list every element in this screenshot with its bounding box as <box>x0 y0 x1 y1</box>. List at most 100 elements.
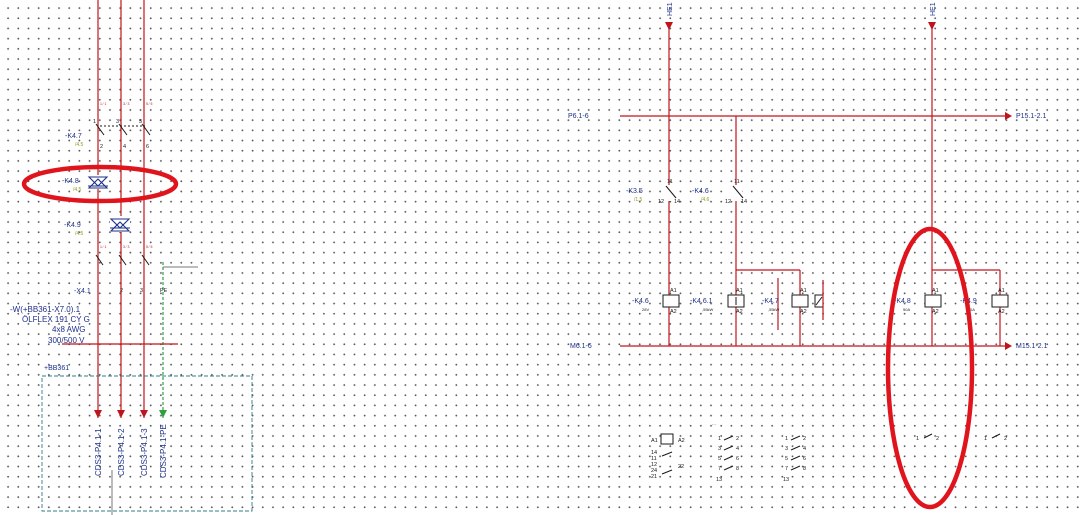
svg-text:5 ⁄ 5: 5 ⁄ 5 <box>146 245 152 249</box>
k47-pin-top-5: 5 <box>139 119 142 125</box>
power-circuit: 1 ⁄ 1 3 ⁄ 3 5 ⁄ 5 1 3 5 2 4 6 -K4.7 /4.5… <box>10 0 253 515</box>
x41-term-2: 2 <box>120 288 123 294</box>
k49-tag: -K4.9 <box>64 222 81 229</box>
contactor-k47: 1 3 5 2 4 6 -K4.7 /4.5 <box>65 119 151 150</box>
coil-k48-a2: A2 <box>932 309 939 315</box>
xref-3: 5 ⁄ 5 <box>146 102 152 106</box>
coil-k47-tag: -K4.7 <box>762 298 779 305</box>
coil-k46: A1 A2 -K4.6 28V <box>632 288 680 315</box>
contact-table-k461: ⋯ 1 2 3 4 5 6 7 8 13 <box>712 422 739 483</box>
contact-table-k48: 1 2 <box>916 433 939 442</box>
cable-voltage: 300/500 V <box>48 336 85 345</box>
k46c-pin-11: 11 <box>734 179 740 185</box>
k47-ref: /4.5 <box>75 142 84 148</box>
coil-k46-tag: -K4.6 <box>632 298 649 305</box>
coil-k49-a1: A1 <box>998 288 1005 294</box>
k48-tag: -K4.8 <box>62 178 79 185</box>
m15-label: M15.1-2.1 <box>1016 343 1048 350</box>
output-label-3: CDS3-P4.1-3 <box>140 428 149 476</box>
contact-table-k47: 1 2 3 4 5 6 7 8 13 <box>783 435 806 483</box>
k47-tag: -K4.7 <box>65 133 82 140</box>
k48-ref: /4.5 <box>73 187 82 193</box>
m6-label: M6.1-6 <box>570 343 592 350</box>
k35-pin-12: 12 <box>658 199 664 205</box>
coil-k46-sub: 28V <box>642 307 649 312</box>
ct-a1: A1 <box>651 438 658 444</box>
coil-k461-tag: -K4.6.1 <box>690 298 713 305</box>
coil-k48: A1 A2 -K4.8 50A <box>894 288 942 315</box>
k35-pin-11: 11 <box>667 179 673 185</box>
coil-k49-a2: A2 <box>998 309 1005 315</box>
ct3-1: 1 <box>785 436 788 442</box>
arrow-out-1 <box>94 410 102 418</box>
contact-k46: 11 12 14 -K4.6 /4.6 <box>692 179 747 205</box>
xref-1: 1 ⁄ 1 <box>100 102 106 106</box>
coil-k461-a1: A1 <box>736 288 743 294</box>
x41-term-3: 3 <box>140 288 143 294</box>
arrow-out-2 <box>117 410 125 418</box>
k35-ref: /1.5 <box>634 197 643 203</box>
ct2-8: 8 <box>736 466 739 472</box>
svg-text:1 ⁄ 1: 1 ⁄ 1 <box>100 245 106 249</box>
coil-k47-a2: A2 <box>800 309 807 315</box>
k47-pin-bot-2: 2 <box>100 144 103 150</box>
box-tag: +BB361 <box>44 365 69 372</box>
coil-k46-a2: A2 <box>670 309 677 315</box>
ct2-5: 5 <box>718 456 721 462</box>
ct-12: 12 <box>651 462 657 468</box>
ct5-1: 1 <box>984 436 987 442</box>
x41-tag: -X4.1 <box>74 288 91 295</box>
ct4-1: 1 <box>916 436 919 442</box>
coil-k461-a2: A2 <box>736 309 743 315</box>
k47-pin-bot-6: 6 <box>146 144 149 150</box>
ct3-7: 7 <box>785 466 788 472</box>
ct3-2: 2 <box>803 436 806 442</box>
ct3-4: 4 <box>803 446 806 452</box>
ct-24: 24 <box>651 468 657 474</box>
coil-k461-sub: ,55kW <box>702 307 714 312</box>
enclosure-bb361: +BB361 <box>41 365 253 512</box>
ct2-6: 6 <box>736 456 739 462</box>
output-label-1: CDS3-P4.1-1 <box>94 428 103 476</box>
k47-pin-top-1: 1 <box>93 119 96 125</box>
arrow-out-pe <box>159 410 167 418</box>
ct2-3: 3 <box>718 446 721 452</box>
ct2-7: 7 <box>718 466 721 472</box>
ct4-2: 2 <box>936 436 939 442</box>
coil-k46-a1: A1 <box>670 288 677 294</box>
contact-group-lower: 1 ⁄ 1 3 ⁄ 3 5 ⁄ 5 <box>95 245 152 266</box>
arrow-out-3 <box>140 410 148 418</box>
coil-k47-sub: ,55kW <box>768 307 780 312</box>
k46c-pin-12: 12 <box>725 199 731 205</box>
x41-term-pe: PE <box>160 288 168 294</box>
ct2-2: 2 <box>736 436 739 442</box>
ct-14: 14 <box>651 450 657 456</box>
ct3-5: 5 <box>785 456 788 462</box>
ct-a2: A2 <box>678 438 685 444</box>
k35-tag: -K3.5 <box>626 188 643 195</box>
device-k49: -K4.9 /4.5 <box>64 216 131 237</box>
coil-k48-tag: -K4.8 <box>894 298 911 305</box>
cable-tag: -W(+BB361-X7.0).1 <box>10 305 81 314</box>
ct-21: 21 <box>651 474 657 480</box>
device-k48: -K4.8 /4.5 <box>62 175 109 193</box>
svg-text:3 ⁄ 3: 3 ⁄ 3 <box>123 245 129 249</box>
cable-w: -W(+BB361-X7.0).1 ÖLFLEX 191 CY G 4x8 AW… <box>10 305 178 345</box>
coil-k47: A1 A2 -K4.7 ,55kW <box>762 280 824 320</box>
terminal-strip-x41: -X4.1 2 3 PE <box>74 288 168 295</box>
ct-22: 22 <box>678 464 684 470</box>
ct3-13: 13 <box>783 477 789 483</box>
k49-ref: /4.5 <box>75 231 84 237</box>
coil-k461: A1 A2 -K4.6.1 ,55kW <box>690 288 745 315</box>
cable-type: ÖLFLEX 191 CY G <box>22 315 90 324</box>
k47-pin-bot-4: 4 <box>123 144 126 150</box>
coil-k48-sub: 50A <box>903 307 910 312</box>
ct3-6: 6 <box>803 456 806 462</box>
ct5-2: 2 <box>1004 436 1007 442</box>
svg-text:⋯: ⋯ <box>712 422 716 427</box>
p6-label: P6.1-6 <box>568 113 589 120</box>
k46c-pin-14: 14 <box>741 199 747 205</box>
coil-k49-sub: 0A <box>970 307 975 312</box>
output-label-pe: CDS3-P4.1-PE <box>159 424 168 478</box>
